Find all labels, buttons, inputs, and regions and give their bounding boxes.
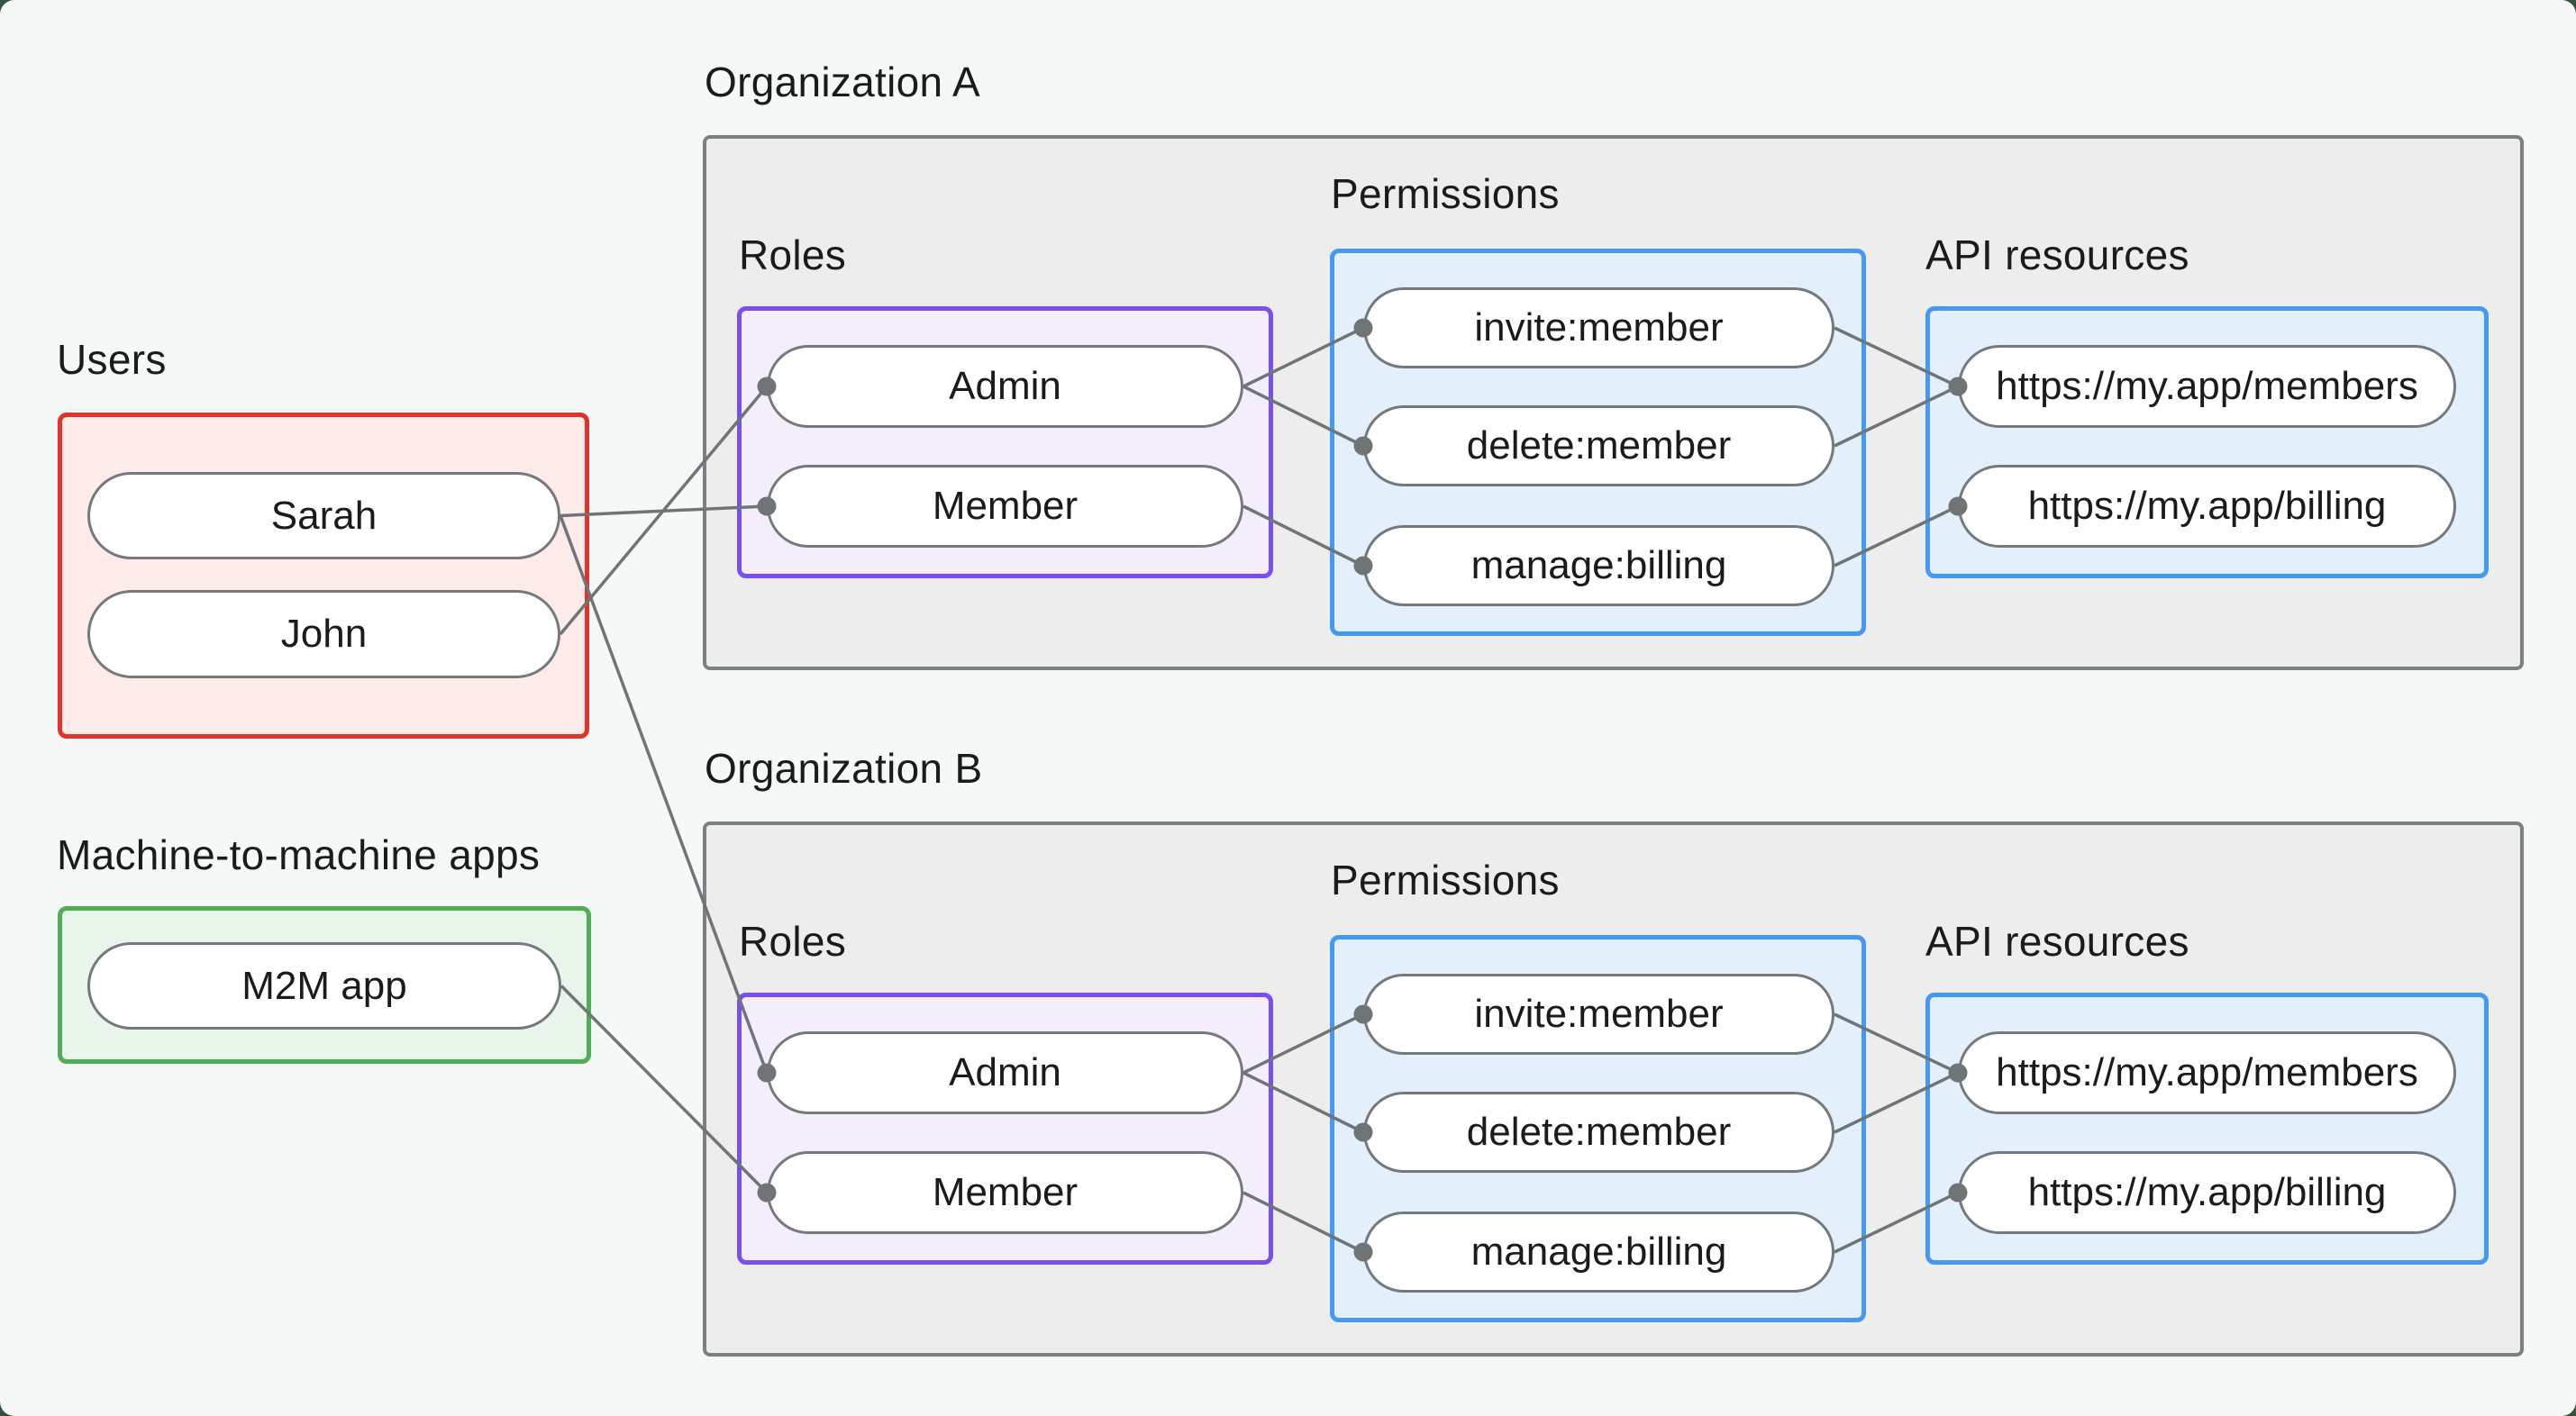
m2m-section-label: Machine-to-machine apps (57, 831, 541, 878)
users-group-box (58, 413, 589, 739)
org-a-title: Organization A (705, 59, 980, 105)
node-org-a-role-member: Member (767, 465, 1243, 548)
org-b-api-resources-label: API resources (1925, 918, 2189, 965)
node-user-john: John (87, 590, 560, 678)
org-b-permissions-label: Permissions (1331, 857, 1560, 903)
node-org-a-api-billing-url: https://my.app/billing (1958, 465, 2456, 548)
node-org-b-role-member: Member (767, 1151, 1243, 1234)
node-org-b-api-billing-url: https://my.app/billing (1958, 1151, 2456, 1234)
org-b-roles-label: Roles (739, 918, 847, 965)
node-org-b-permission-delete-member: delete:member (1363, 1092, 1834, 1173)
node-org-a-permission-delete-member: delete:member (1363, 405, 1834, 486)
node-org-b-role-admin: Admin (767, 1031, 1243, 1114)
node-org-a-permission-invite-member: invite:member (1363, 287, 1834, 368)
node-m2m-app: M2M app (87, 942, 561, 1030)
org-a-roles-label: Roles (739, 231, 847, 278)
node-org-b-permission-invite-member: invite:member (1363, 974, 1834, 1055)
users-section-label: Users (57, 336, 167, 383)
org-a-api-resources-label: API resources (1925, 231, 2189, 278)
org-a-permissions-label: Permissions (1331, 170, 1560, 217)
node-user-sarah: Sarah (87, 472, 560, 559)
node-org-a-api-members-url: https://my.app/members (1958, 345, 2456, 428)
org-b-title: Organization B (705, 745, 983, 792)
node-org-b-api-members-url: https://my.app/members (1958, 1031, 2456, 1114)
node-org-b-permission-manage-billing: manage:billing (1363, 1212, 1834, 1293)
node-org-a-role-admin: Admin (767, 345, 1243, 428)
node-org-a-permission-manage-billing: manage:billing (1363, 525, 1834, 606)
